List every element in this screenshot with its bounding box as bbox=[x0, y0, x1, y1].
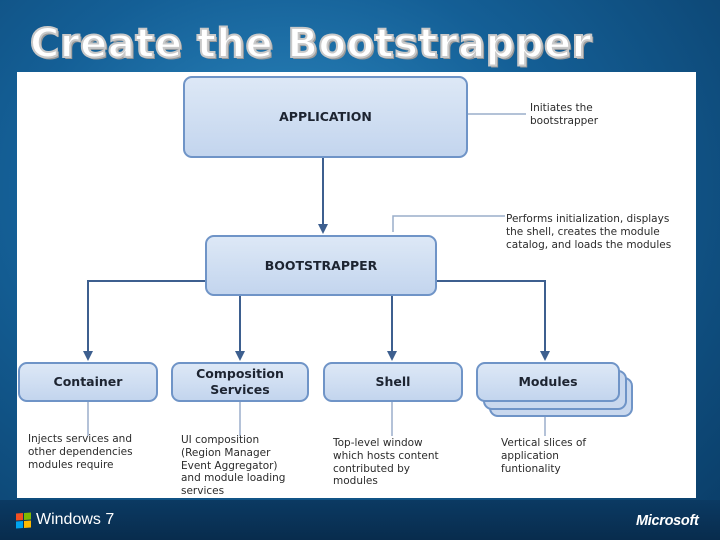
windows-7-wordmark: Windows 7 bbox=[36, 511, 115, 528]
note-line: catalog, and loads the modules bbox=[506, 238, 672, 251]
application-label: APPLICATION bbox=[279, 109, 372, 125]
bootstrapper-box: BOOTSTRAPPER bbox=[205, 235, 437, 296]
note-line: funtionality bbox=[501, 462, 561, 475]
microsoft-logo: Microsoft bbox=[636, 513, 699, 529]
note-container: Injects services and other dependencies … bbox=[28, 433, 133, 471]
shell-label: Shell bbox=[375, 374, 411, 390]
windows-7-logo: Windows 7 bbox=[16, 511, 114, 529]
modules-label: Modules bbox=[518, 374, 578, 390]
arrow-to-container bbox=[83, 280, 205, 361]
windows-flag-pane bbox=[16, 512, 23, 521]
bootstrapper-label: BOOTSTRAPPER bbox=[264, 257, 378, 273]
composition-label-line1: Composition bbox=[196, 366, 284, 382]
windows-flag-pane bbox=[16, 520, 23, 529]
note-line: Performs initialization, displays bbox=[506, 213, 670, 225]
note-line: Top-level window bbox=[333, 437, 423, 449]
application-box: APPLICATION bbox=[183, 76, 468, 158]
note-line: modules bbox=[333, 475, 378, 488]
note-line: UI composition bbox=[181, 434, 260, 446]
note-line: Event Aggregator) bbox=[181, 459, 278, 472]
note-line: other dependencies bbox=[28, 445, 133, 458]
note-line: application bbox=[501, 449, 559, 462]
slide-title: Create the Bootstrapper bbox=[29, 21, 592, 67]
note-line: (Region Manager bbox=[181, 446, 271, 459]
note-line: modules require bbox=[28, 458, 114, 471]
note-modules: Vertical slices of application funtional… bbox=[501, 437, 586, 475]
container-box: Container bbox=[18, 362, 158, 402]
note-line: which hosts content bbox=[333, 449, 439, 462]
composition-services-label: Composition Services bbox=[196, 366, 284, 397]
callout-line-bootstrapper bbox=[392, 215, 505, 232]
note-line: Injects services and bbox=[28, 433, 133, 445]
composition-services-box: Composition Services bbox=[171, 362, 309, 402]
note-shell: Top-level window which hosts content con… bbox=[333, 437, 439, 488]
composition-label-line2: Services bbox=[210, 382, 270, 397]
note-line: the shell, creates the module bbox=[506, 225, 660, 238]
note-line: bootstrapper bbox=[530, 114, 599, 127]
note-line: Initiates the bbox=[530, 102, 593, 114]
note-line: and module loading bbox=[181, 472, 286, 485]
windows-flag-icon bbox=[16, 511, 31, 529]
note-bootstrapper: Performs initialization, displays the sh… bbox=[506, 213, 671, 251]
modules-box: Modules bbox=[476, 362, 620, 402]
container-label: Container bbox=[53, 374, 123, 390]
windows-flag-pane bbox=[24, 511, 31, 520]
bootstrapper-diagram: APPLICATION BOOTSTRAPPER Container Compo… bbox=[17, 72, 696, 498]
shell-box: Shell bbox=[323, 362, 463, 402]
arrow-to-modules bbox=[436, 280, 550, 361]
note-composition: UI composition (Region Manager Event Agg… bbox=[181, 434, 285, 498]
note-line: contributed by bbox=[333, 462, 410, 475]
note-line: services bbox=[181, 485, 225, 498]
note-line: Vertical slices of bbox=[501, 437, 587, 449]
note-application: Initiates the bootstrapper bbox=[530, 102, 598, 128]
slide-footer bbox=[0, 500, 720, 540]
windows-flag-pane bbox=[24, 519, 31, 528]
